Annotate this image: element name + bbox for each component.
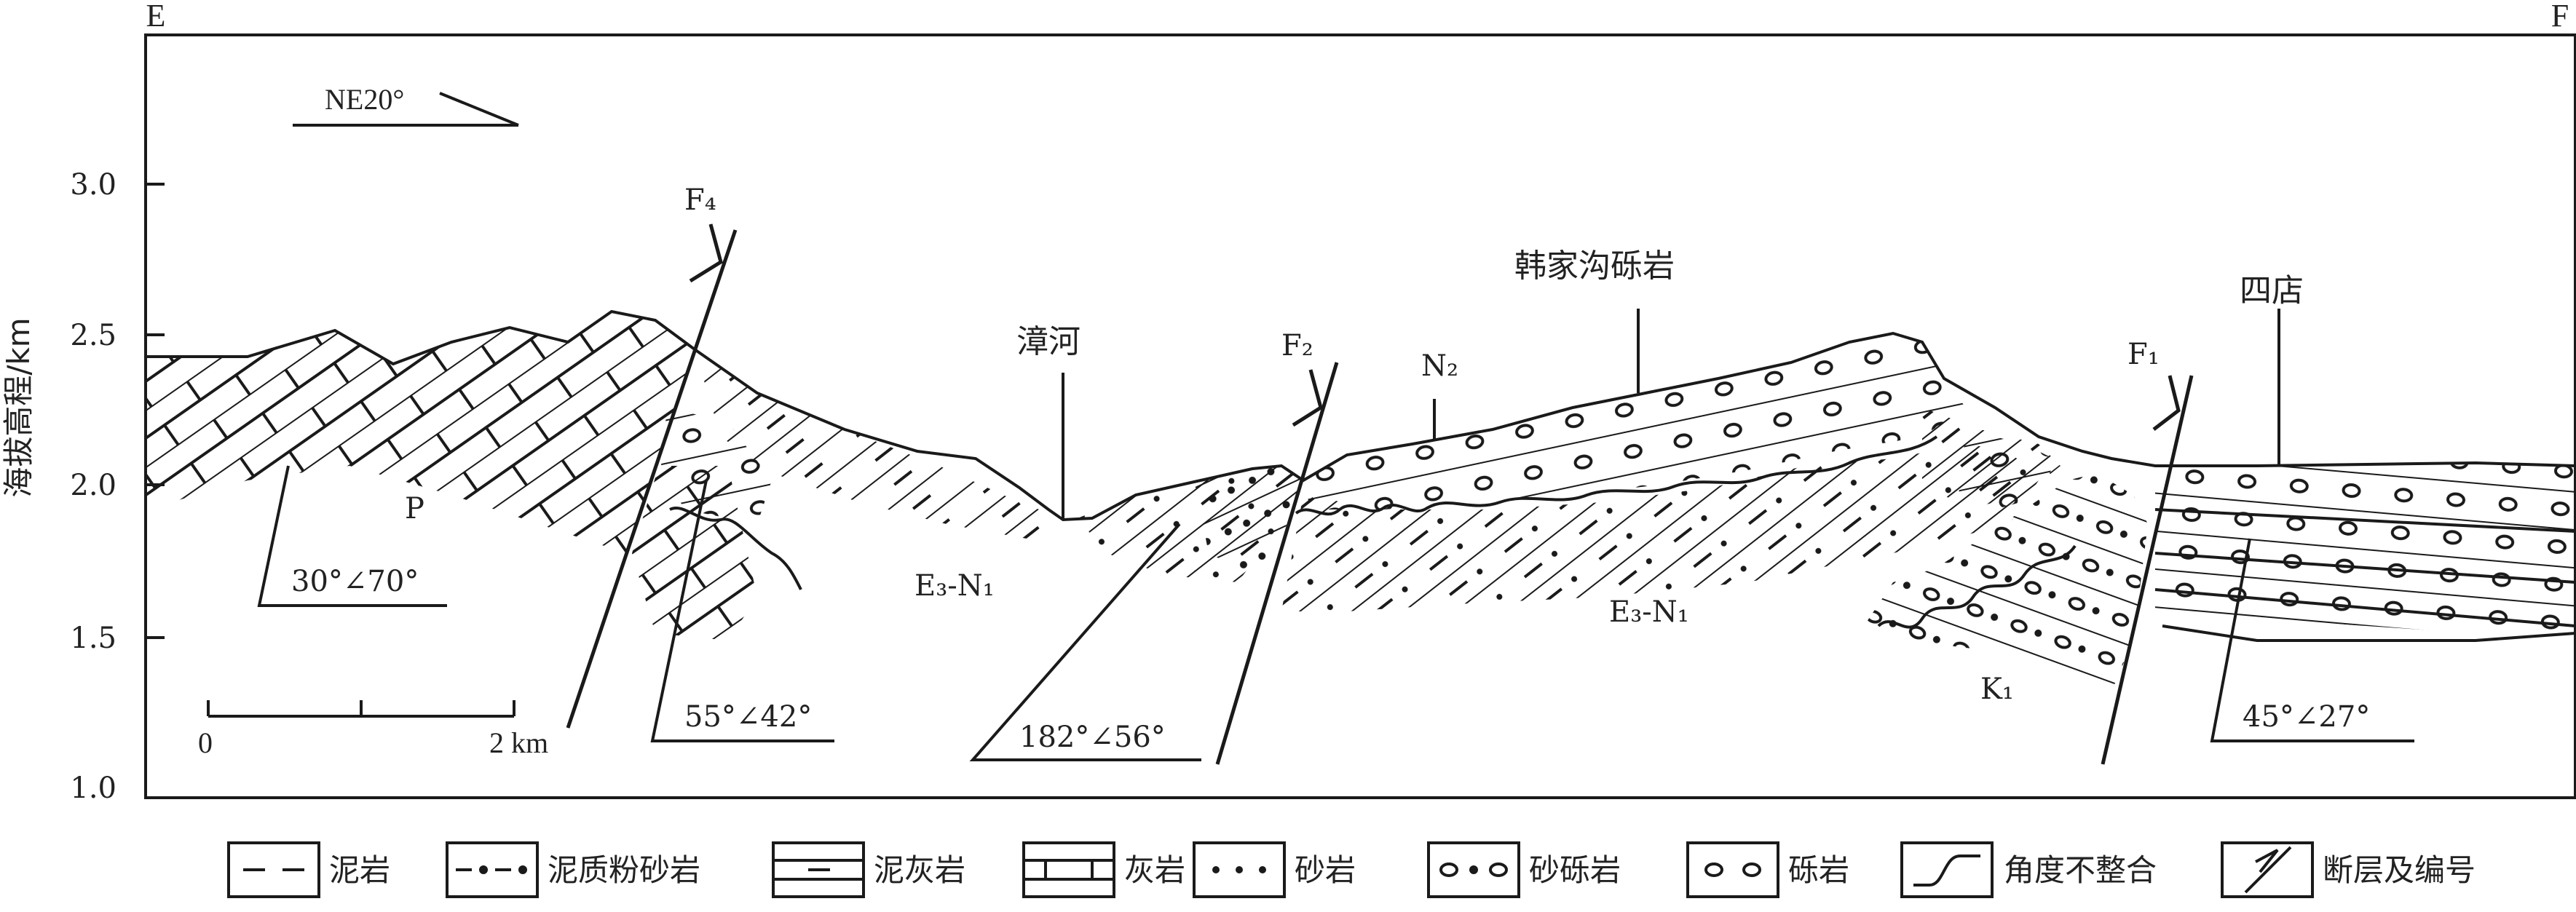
unconformity-icon [1913, 854, 1980, 887]
hanjiagou-conglomerate [1303, 335, 1966, 509]
unit-label-permian: P [405, 492, 424, 526]
profile-end-e: E [146, 0, 166, 33]
legend-item-mudstone: 泥岩 [227, 841, 390, 898]
section-body [146, 312, 2575, 691]
unit-label-n2: N₂ [1421, 349, 1458, 383]
fault-f1-arrow [2152, 375, 2181, 431]
marl-icon [773, 859, 864, 881]
legend-item-sandstone: 砂岩 [1193, 841, 1356, 898]
scale-label-zero: 0 [198, 726, 213, 759]
unconformity-lines [669, 435, 2077, 629]
attitude-brackets [257, 465, 2414, 761]
legend: 泥岩 泥质粉砂岩 泥灰岩 灰岩 [227, 841, 2476, 898]
y-tick-label: 2.5 [70, 319, 116, 352]
unit-label-k1: K₁ [1980, 673, 2014, 706]
fault-lines [566, 223, 2194, 765]
y-axis-label: 海拔高程/km [1, 317, 36, 497]
fault-f2-trace [1215, 362, 1339, 765]
legend-label: 砂岩 [1295, 852, 1356, 888]
legend-item-fault: 断层及编号 [2221, 841, 2476, 898]
legend-item-conglomerate: 砾岩 [1686, 841, 1849, 898]
fault-f4-arrow [689, 223, 723, 283]
fault-label-f4: F₄ [684, 183, 716, 217]
legend-label: 灰岩 [1124, 852, 1185, 888]
profile-end-f: F [2551, 0, 2569, 33]
legend-label: 泥灰岩 [874, 852, 965, 888]
ground-surface [146, 309, 2576, 522]
y-tick-label: 1.0 [70, 772, 116, 805]
attitude-bracket-1 [257, 465, 447, 607]
attitude-bracket-3 [969, 523, 1201, 761]
legend-label: 泥岩 [329, 852, 390, 888]
conglomerate-near-f1 [1959, 429, 2053, 509]
legend-label: 角度不整合 [2004, 852, 2157, 888]
attitude-bracket-2 [650, 480, 834, 742]
attitude-label: 45°∠27° [2243, 700, 2370, 734]
fault-f4-trace [566, 229, 738, 729]
fault-label-f2: F₂ [1281, 329, 1313, 362]
conglomerate-icon [1704, 863, 1761, 877]
direction-indicator: NE20° [293, 83, 519, 127]
silty-mudstone-icon [456, 865, 527, 874]
fault-f2-arrow [1292, 369, 1323, 427]
leader-lines [1062, 309, 2280, 518]
e3n1-silty-block [1281, 444, 2039, 611]
y-tick-label: 2.0 [70, 469, 116, 502]
legend-label: 砂砾岩 [1529, 852, 1621, 888]
fault-label-f1: F₁ [2127, 338, 2160, 371]
attitude-label: 55°∠42° [684, 700, 812, 734]
legend-label: 断层及编号 [2323, 852, 2476, 888]
attitude-label: 30°∠70° [291, 565, 419, 598]
sandstone-f2 [1194, 466, 1303, 575]
right-bedding [2154, 508, 2576, 642]
y-tick-label: 1.5 [70, 622, 116, 655]
legend-label: 砾岩 [1788, 852, 1849, 888]
sandy-conglomerate-icon [1439, 863, 1508, 877]
fault-f1-trace [2101, 375, 2194, 765]
legend-item-unconformity: 角度不整合 [1900, 841, 2157, 898]
attitude-label: 182°∠56° [1019, 721, 1166, 754]
conglomerate-wedge [661, 408, 772, 524]
legend-item-marl: 泥灰岩 [772, 841, 965, 898]
k1-folded-body [1864, 473, 2148, 691]
legend-item-silty-mudstone: 泥质粉砂岩 [446, 841, 700, 898]
direction-label: NE20° [325, 83, 404, 116]
right-conglomerate-block [2155, 463, 2575, 641]
limestone-icon [1024, 859, 1114, 881]
scale-bar [207, 700, 515, 718]
permian-limestone [146, 312, 695, 553]
mudstone-slope [695, 349, 1063, 539]
unit-label-e3n1-right: E₃-N₁ [1609, 595, 1689, 629]
place-label-river: 漳河 [1016, 323, 1080, 360]
legend-item-sandy-conglomerate: 砂砾岩 [1427, 841, 1621, 898]
scale-label-end: 2 km [489, 726, 548, 759]
place-label-town: 四店 [2240, 272, 2304, 309]
unit-label-e3n1-left: E₃-N₁ [914, 569, 995, 603]
fault-icon [2244, 846, 2292, 894]
legend-item-limestone: 灰岩 [1022, 841, 1185, 898]
y-tick-label: 3.0 [70, 168, 116, 202]
legend-label: 泥质粉砂岩 [548, 852, 700, 888]
place-label-conglomerate: 韩家沟砾岩 [1514, 247, 1675, 285]
sandstone-icon [1212, 866, 1266, 873]
attitude-bracket-4 [2210, 538, 2414, 742]
